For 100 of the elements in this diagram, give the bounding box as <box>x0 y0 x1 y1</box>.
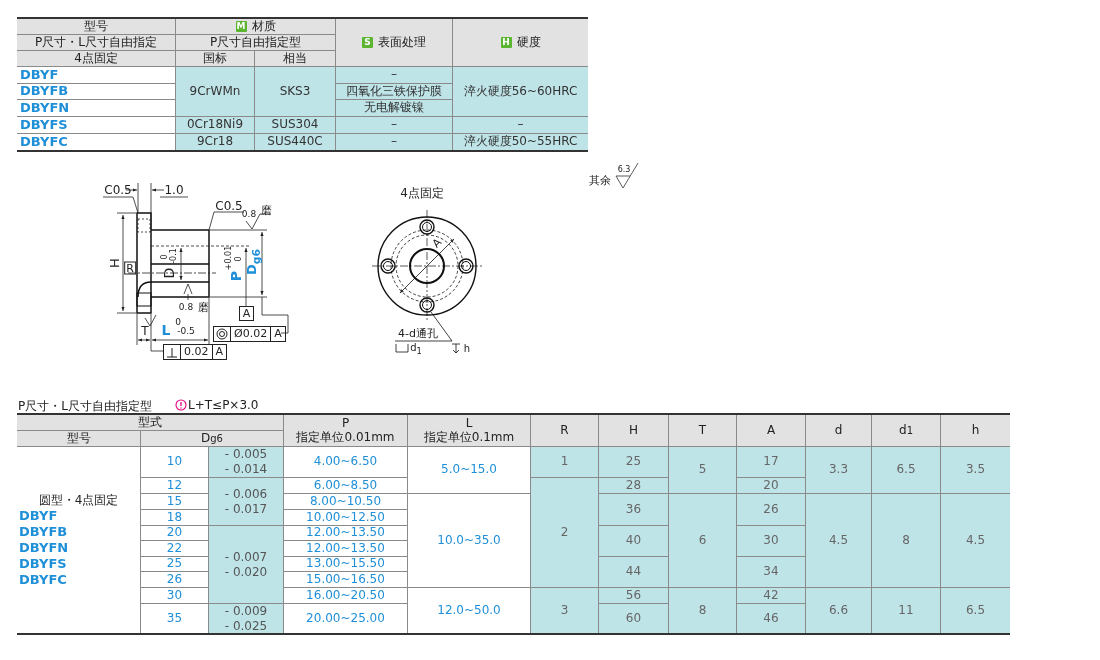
spec-value: 8.00~10.50 <box>284 494 407 509</box>
dimension-label: D <box>162 267 176 279</box>
spec-value: 四氧化三铁保护膜 <box>336 84 452 99</box>
spec-value: 12.00~13.50 <box>284 526 407 540</box>
letter-badge: M <box>235 21 247 32</box>
letter-badge: H <box>500 37 512 48</box>
datum-letter: A <box>214 345 225 359</box>
tolerance-value: - 0.005 <box>224 447 268 462</box>
spec-value: 6.6 <box>806 588 871 633</box>
column-header: 相当 <box>255 51 335 66</box>
spec-value: 8 <box>669 588 736 633</box>
spec-value: 35 <box>141 604 208 633</box>
spec-value: 12 <box>141 478 208 493</box>
model-code: DBYFB <box>17 84 175 99</box>
spec-value: 4.5 <box>806 494 871 587</box>
column-header: H <box>599 415 668 446</box>
tolerance-value: +0.01 <box>225 245 233 271</box>
spec-value: 12.00~13.50 <box>284 541 407 556</box>
spec-value: 20 <box>141 526 208 540</box>
roughness-value: 6.3 <box>617 166 631 174</box>
spec-value: 10.00~12.50 <box>284 510 407 525</box>
spec-value: 25 <box>599 447 668 477</box>
hole-note: 4-d通孔 <box>398 327 438 339</box>
spec-value: 22 <box>141 541 208 556</box>
spec-value: 16.00~20.50 <box>284 588 407 603</box>
condition-note: L+T≤P×3.0 <box>188 398 259 412</box>
dimension-label: P <box>229 270 243 282</box>
spec-value: 18 <box>141 510 208 525</box>
spec-value: 10.0~35.0 <box>408 494 530 587</box>
column-header: 型号 <box>17 19 175 34</box>
spec-value: 44 <box>599 557 668 587</box>
model-code: DBYF <box>18 508 59 524</box>
tolerance-value: 0 <box>175 317 181 327</box>
finish-note: 磨 <box>197 301 209 313</box>
spec-value: 9CrWMn <box>176 67 254 116</box>
spec-value: 28 <box>599 478 668 493</box>
tolerance-value: - 0.020 <box>224 564 268 580</box>
spec-value: 4.5 <box>941 494 1010 587</box>
header-text: L <box>465 416 473 431</box>
roughness-value: 0.8 <box>178 302 194 312</box>
column-header: 型式 <box>17 415 283 430</box>
header-text: 材质 <box>251 19 276 34</box>
section-title: P尺寸・L尺寸自由指定型 <box>18 398 152 415</box>
spec-value: 0Cr18Ni9 <box>176 117 254 133</box>
tolerance-value: - 0.006 <box>224 486 268 502</box>
column-header: A <box>737 415 805 446</box>
spec-value: 13.00~15.50 <box>284 557 407 571</box>
spec-value: 26 <box>737 494 805 525</box>
column-header: 型号 <box>17 431 140 446</box>
spec-value: 9Cr18 <box>176 134 254 150</box>
column-header: P尺寸自由指定型 <box>176 35 335 50</box>
spec-value: 34 <box>737 557 805 587</box>
spec-value: 40 <box>599 526 668 556</box>
dimension-label: H <box>107 258 121 268</box>
tolerance-value: Ø0.02 <box>231 327 272 341</box>
column-header: T <box>669 415 736 446</box>
spec-value: 6 <box>669 494 736 587</box>
spec-value: – <box>453 117 588 133</box>
tolerance-value: - 0.007 <box>224 549 268 565</box>
letter-badge: S <box>362 37 373 48</box>
spec-value: 20 <box>737 478 805 493</box>
spec-value: 56 <box>599 588 668 603</box>
spec-value: 3.3 <box>806 447 871 493</box>
column-header: P尺寸・L尺寸自由指定 <box>17 35 175 50</box>
spec-value: 5.0~15.0 <box>408 447 530 493</box>
spec-value: 17 <box>737 447 805 477</box>
tolerance-value: - 0.017 <box>224 501 268 517</box>
series-name: 圆型・4点固定 <box>37 492 120 508</box>
spec-value: 60 <box>599 604 668 633</box>
spec-value: 30 <box>141 588 208 603</box>
tolerance-value: 0 <box>235 256 243 262</box>
column-header: h <box>941 415 1010 446</box>
dimension-label: T <box>141 325 149 337</box>
spec-value: 11 <box>872 588 940 633</box>
spec-value: 15 <box>141 494 208 509</box>
spec-value: SKS3 <box>255 67 335 116</box>
model-code: DBYFC <box>18 572 68 588</box>
spec-value: 42 <box>737 588 805 603</box>
spec-value: 20.00~25.00 <box>284 604 407 633</box>
unit-note: 指定单位0.01mm <box>296 430 395 445</box>
spec-value: 15.00~16.50 <box>284 572 407 587</box>
spec-value: 淬火硬度50~55HRC <box>453 134 588 150</box>
dimension-label: L <box>161 323 171 337</box>
roughness-value: 0.8 <box>241 209 257 219</box>
spec-value: 26 <box>141 572 208 587</box>
model-code: DBYF <box>17 67 175 83</box>
spec-value: 30 <box>737 526 805 556</box>
datum-box: A <box>239 306 254 321</box>
model-code: DBYFS <box>17 117 175 133</box>
spec-value: 6.5 <box>941 588 1010 633</box>
view-title: 4点固定 <box>400 187 444 199</box>
spec-value: 12.0~50.0 <box>408 588 530 633</box>
spec-value: 25 <box>141 557 208 571</box>
datum-letter: A <box>273 327 283 341</box>
spec-value: 6.00~8.50 <box>284 478 407 493</box>
finish-note: 磨 <box>260 204 272 216</box>
dimension-label: A <box>430 236 444 250</box>
dimension-label: h <box>463 344 471 354</box>
dimension-label: 1.0 <box>164 184 184 196</box>
tolerance-value: - 0.014 <box>224 462 268 477</box>
